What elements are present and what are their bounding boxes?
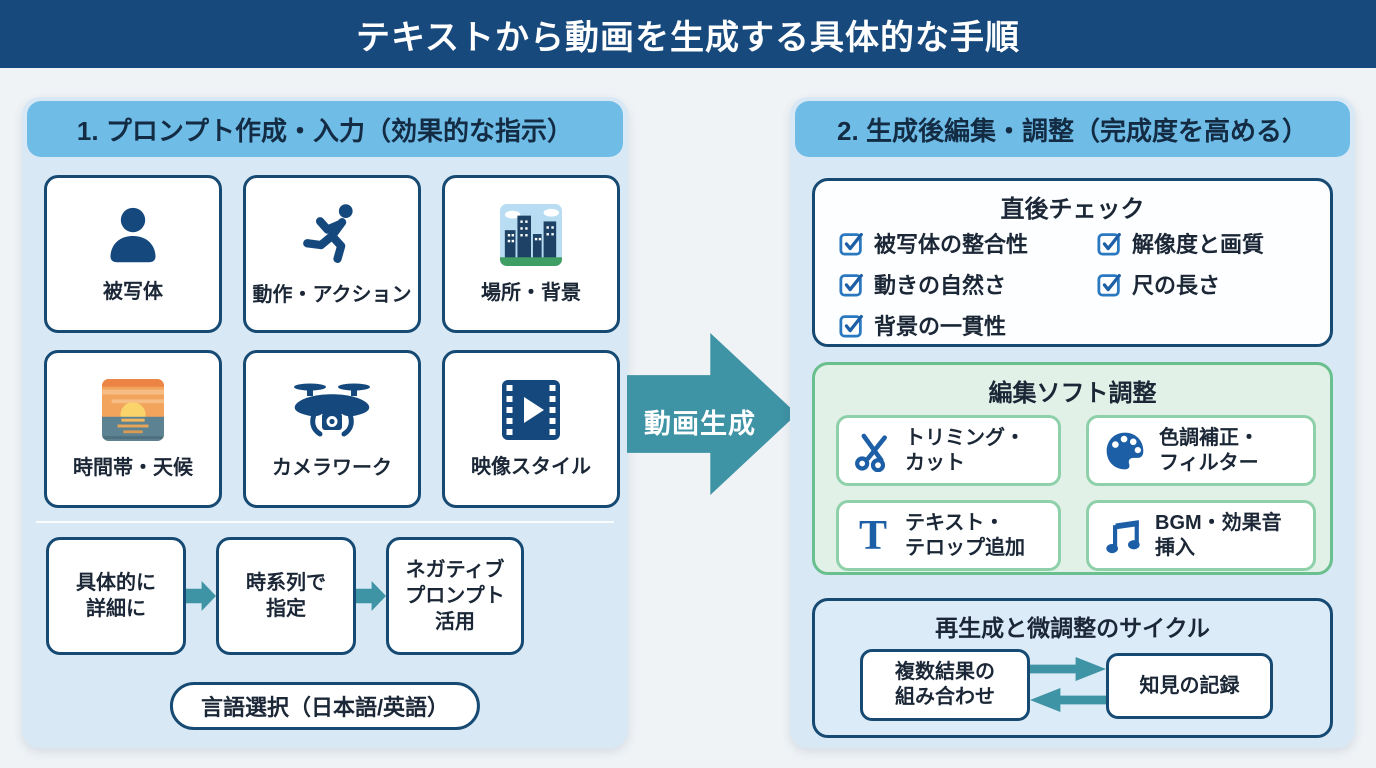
check-item: 解像度と画質 bbox=[1097, 227, 1264, 259]
tool-trimming-label: トリミング・ カット bbox=[905, 426, 1025, 474]
tool-trimming: トリミング・ カット bbox=[836, 415, 1061, 486]
person-icon bbox=[103, 205, 163, 265]
card-subject-label: 被写体 bbox=[103, 280, 163, 303]
panel-post-edit: 2. 生成後編集・調整（完成度を高める） 直後チェック 被写体の整合性 動きの自… bbox=[790, 97, 1355, 748]
check-item: 動きの自然さ bbox=[839, 268, 1028, 300]
panel-post-edit-header-label: 2. 生成後編集・調整（完成度を高める） bbox=[837, 115, 1308, 146]
panel-prompt-header-label: 1. プロンプト作成・入力（効果的な指示） bbox=[76, 115, 574, 146]
card-action: 動作・アクション bbox=[243, 175, 421, 333]
card-subject: 被写体 bbox=[44, 175, 222, 333]
checkbox-icon bbox=[1097, 271, 1123, 297]
card-action-label: 動作・アクション bbox=[252, 283, 412, 306]
check-item: 尺の長さ bbox=[1097, 268, 1264, 300]
immediate-check-section: 直後チェック 被写体の整合性 動きの自然さ bbox=[812, 178, 1333, 347]
film-icon bbox=[502, 379, 560, 440]
checkbox-icon bbox=[839, 230, 865, 256]
palette-icon bbox=[1103, 429, 1147, 473]
tip-chronological: 時系列で 指定 bbox=[216, 537, 356, 655]
card-camerawork-label: カメラワーク bbox=[272, 456, 392, 479]
checkbox-icon bbox=[839, 312, 865, 338]
tool-color-correction: 色調補正・ フィルター bbox=[1086, 415, 1316, 486]
tip-specific-detail: 具体的に 詳細に bbox=[46, 537, 186, 655]
check-item-label: 解像度と画質 bbox=[1132, 232, 1265, 257]
edit-section-title: 編集ソフト調整 bbox=[988, 380, 1157, 407]
checkbox-icon bbox=[1097, 230, 1123, 256]
language-select-label: 言語選択（日本語/英語） bbox=[200, 695, 450, 720]
card-camerawork: カメラワーク bbox=[243, 350, 421, 508]
arrow-left-icon bbox=[1030, 688, 1106, 712]
tool-text-telop: T テキスト・ テロップ追加 bbox=[836, 500, 1061, 571]
tool-bgm-sfx-label: BGM・効果音 挿入 bbox=[1155, 511, 1282, 559]
language-select-pill: 言語選択（日本語/英語） bbox=[169, 682, 481, 730]
check-list-right: 解像度と画質 尺の長さ bbox=[1097, 227, 1264, 300]
check-item-label: 尺の長さ bbox=[1132, 273, 1221, 298]
flow-arrow-icon bbox=[356, 581, 386, 611]
check-item-label: 被写体の整合性 bbox=[874, 232, 1029, 257]
drone-icon bbox=[290, 379, 374, 441]
cycle-arrows bbox=[1030, 657, 1106, 712]
tool-color-correction-label: 色調補正・ フィルター bbox=[1159, 426, 1259, 474]
card-location: 場所・背景 bbox=[442, 175, 620, 333]
section-divider bbox=[36, 521, 614, 523]
tip-negative-prompt: ネガティブ プロンプト 活用 bbox=[386, 537, 524, 655]
runner-icon bbox=[299, 202, 365, 268]
card-time-weather-label: 時間帯・天候 bbox=[73, 456, 193, 479]
cycle-record-insights-box: 知見の記録 bbox=[1106, 653, 1273, 719]
check-list-left: 被写体の整合性 動きの自然さ 背景の一貫性 bbox=[839, 227, 1028, 341]
checkbox-icon bbox=[839, 271, 865, 297]
card-location-label: 場所・背景 bbox=[481, 281, 581, 304]
flow-arrow-icon bbox=[186, 581, 216, 611]
title-bar: テキストから動画を生成する具体的な手順 bbox=[0, 0, 1376, 68]
panel-prompt-creation: 1. プロンプト作成・入力（効果的な指示） 被写体 bbox=[22, 97, 628, 748]
check-item: 被写体の整合性 bbox=[839, 227, 1028, 259]
cycle-combine-results-box: 複数結果の 組み合わせ bbox=[860, 649, 1030, 721]
check-section-title: 直後チェック bbox=[1000, 196, 1145, 223]
cityscape-icon bbox=[500, 203, 562, 266]
card-video-style-label: 映像スタイル bbox=[471, 455, 591, 478]
check-item: 背景の一貫性 bbox=[839, 309, 1028, 341]
check-item-label: 背景の一貫性 bbox=[874, 314, 1007, 339]
edit-software-section: 編集ソフト調整 トリミング・ カット bbox=[812, 362, 1333, 575]
card-time-weather: 時間帯・天候 bbox=[44, 350, 222, 508]
tool-bgm-sfx: BGM・効果音 挿入 bbox=[1086, 500, 1316, 571]
prompt-element-grid: 被写体 動作・アクション bbox=[44, 175, 620, 508]
scissors-icon bbox=[853, 430, 893, 472]
card-video-style: 映像スタイル bbox=[442, 350, 620, 508]
sunset-icon bbox=[102, 378, 164, 441]
edit-tool-grid: トリミング・ カット 色調補正・ フィルター bbox=[836, 415, 1316, 571]
cycle-section-title: 再生成と微調整のサイクル bbox=[935, 615, 1210, 641]
arrow-right-icon bbox=[1030, 657, 1106, 681]
page-title: テキストから動画を生成する具体的な手順 bbox=[356, 18, 1020, 57]
panel-post-edit-header: 2. 生成後編集・調整（完成度を高める） bbox=[795, 101, 1350, 157]
tool-text-telop-label: テキスト・ テロップ追加 bbox=[905, 511, 1025, 559]
panel-prompt-header: 1. プロンプト作成・入力（効果的な指示） bbox=[27, 101, 623, 157]
prompt-tips-flow: 具体的に 詳細に 時系列で 指定 ネガティブ プロンプト 活用 bbox=[46, 537, 524, 655]
text-tool-icon: T bbox=[858, 512, 887, 559]
check-item-label: 動きの自然さ bbox=[874, 273, 1007, 298]
generate-arrow-label: 動画生成 bbox=[644, 409, 756, 439]
music-note-icon bbox=[1103, 515, 1143, 557]
regenerate-cycle-section: 再生成と微調整のサイクル 複数結果の 組み合わせ 知見の記録 bbox=[812, 598, 1333, 738]
